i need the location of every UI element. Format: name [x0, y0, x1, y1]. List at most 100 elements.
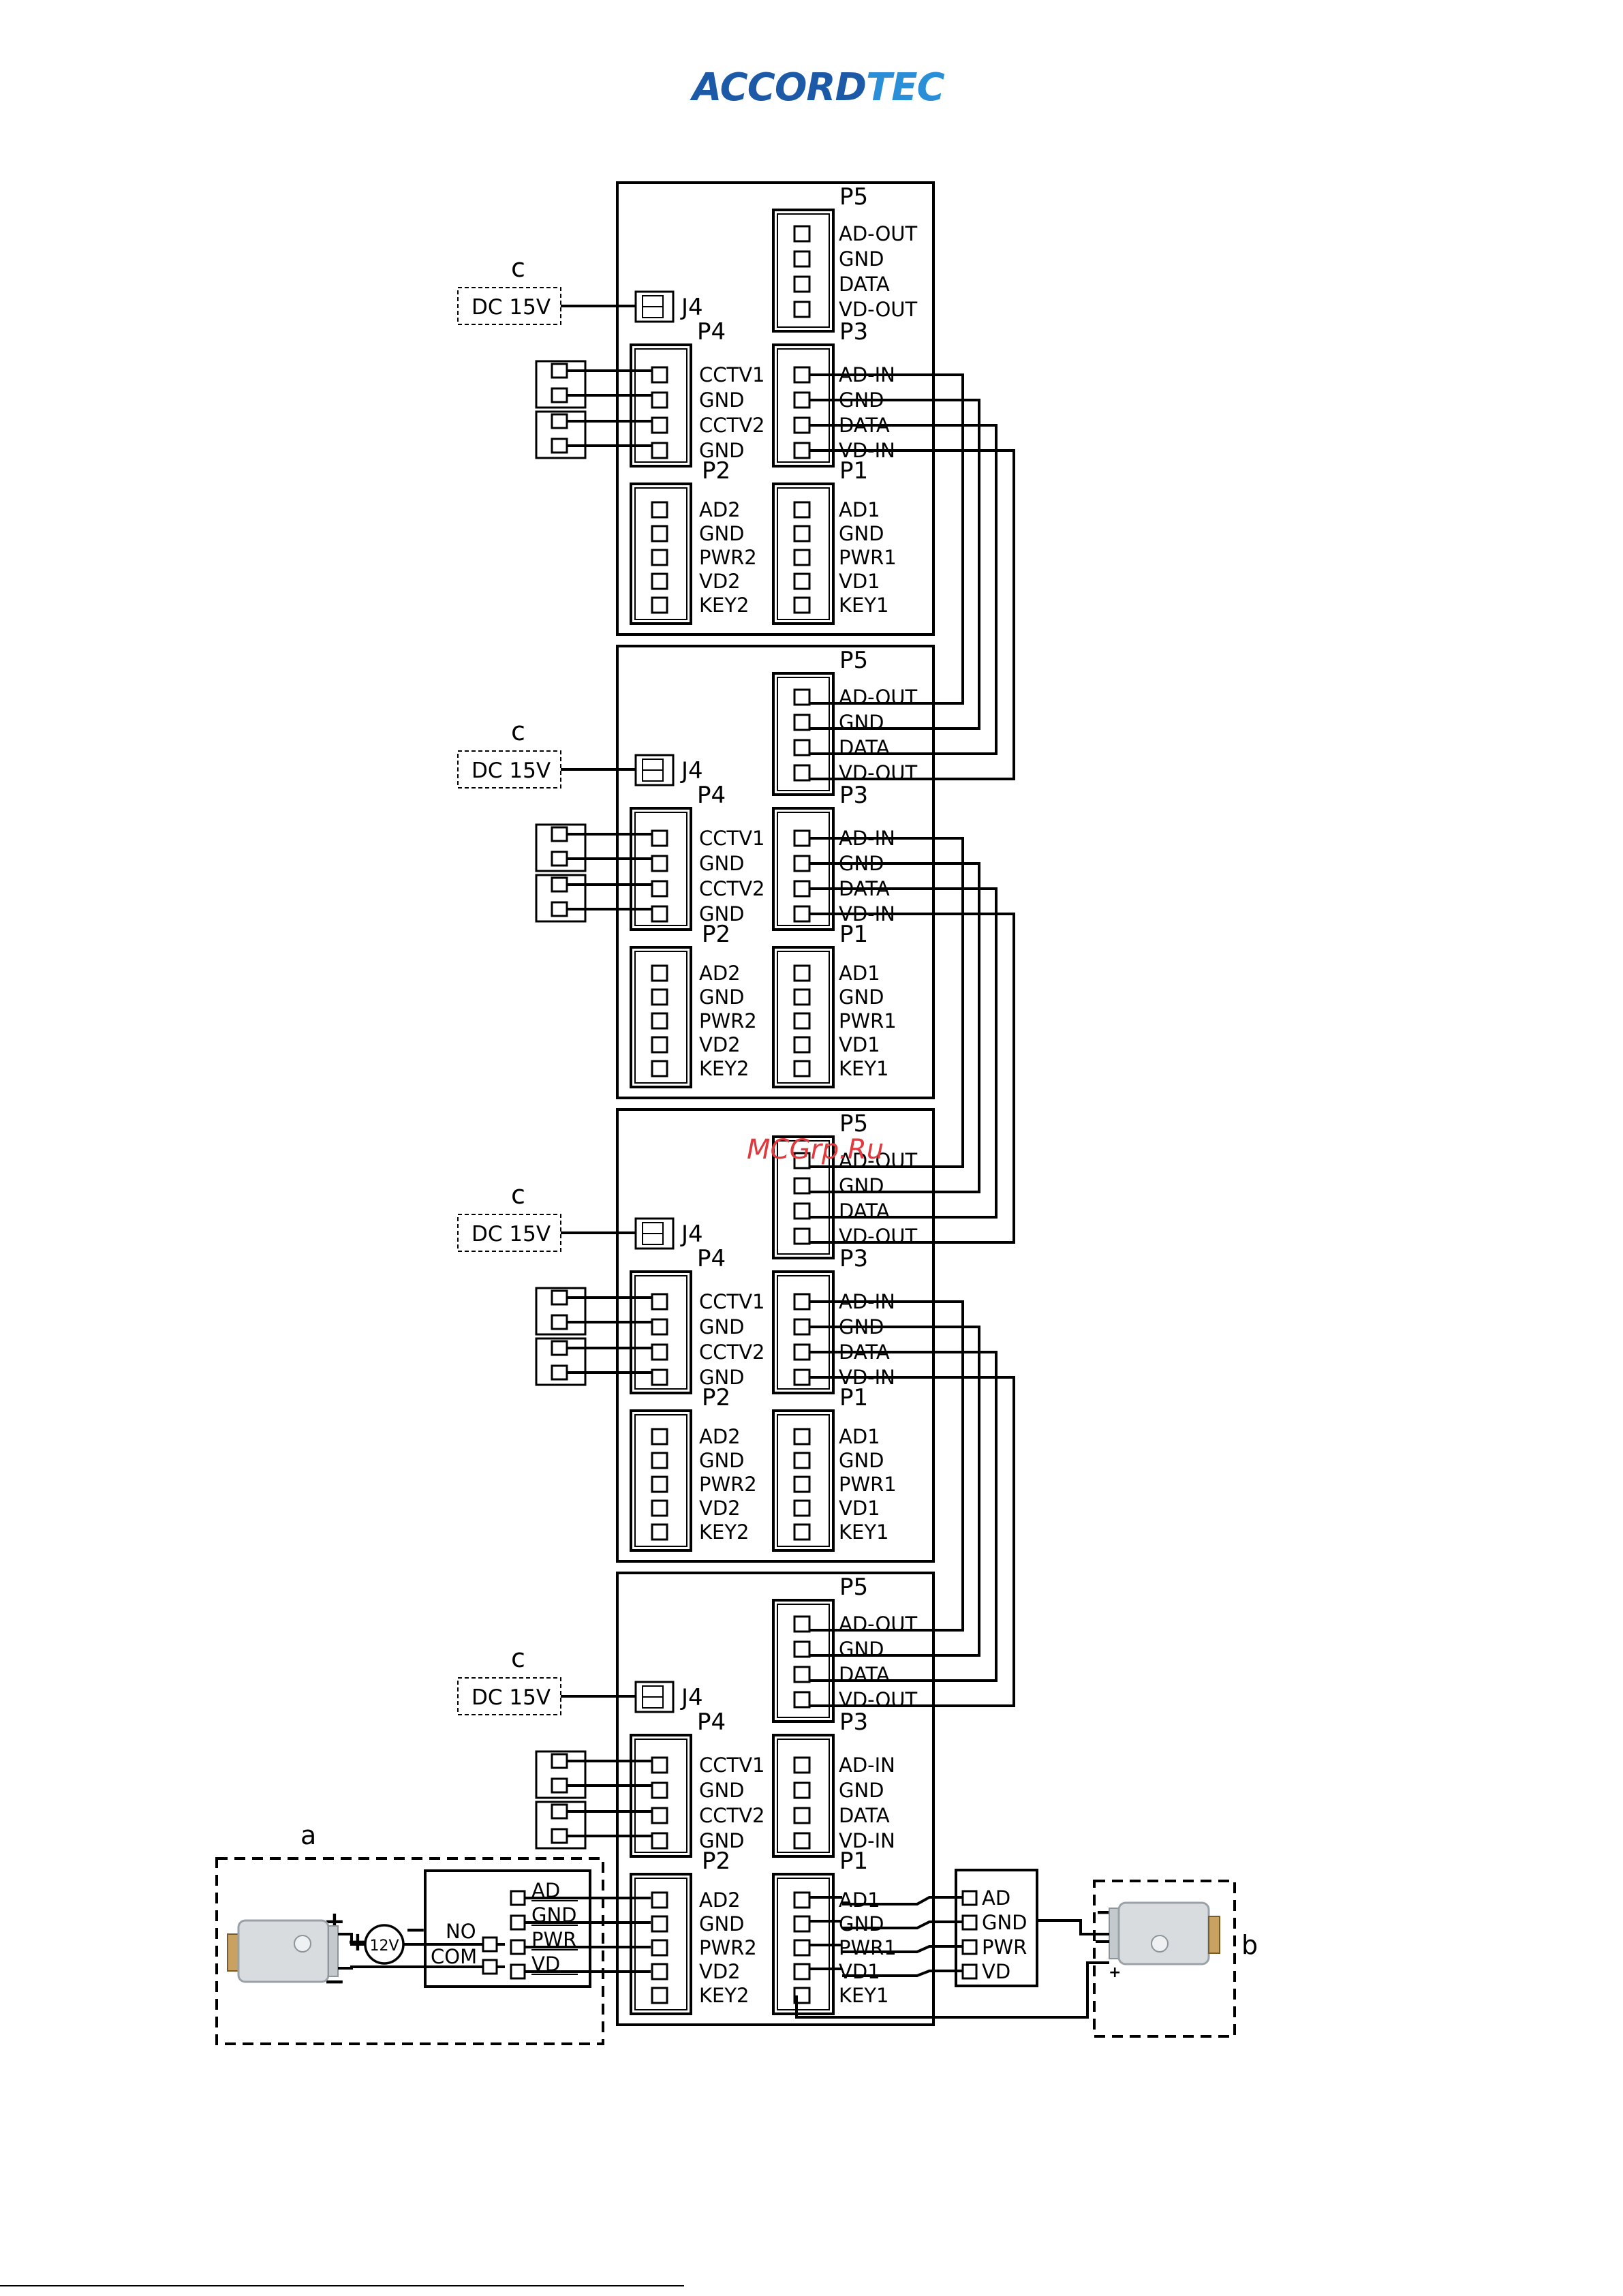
dc-power-label: DC 15V: [472, 1685, 551, 1710]
panel-a-label: a: [300, 1820, 316, 1850]
panel-a-pin-terminal: [510, 1890, 526, 1906]
p4-pin-terminal: [651, 829, 668, 847]
relay-no-terminal: [482, 1936, 498, 1953]
p3-pin-terminal: [793, 1368, 811, 1386]
p1-pin-terminal: [793, 572, 811, 590]
p2-pin-label: KEY2: [699, 594, 749, 617]
p5-pin-terminal: [793, 1177, 811, 1195]
p3-pin-terminal: [793, 1318, 811, 1336]
p1-pin-terminal: [793, 1452, 811, 1469]
logo-o-ring-icon: O: [775, 65, 807, 110]
p4-pin-label: CCTV2: [699, 877, 765, 900]
p1-pin-label: VD1: [839, 1033, 880, 1056]
p1-pin-label: VD1: [839, 570, 880, 593]
p5-pin-terminal: [793, 225, 811, 243]
p2-title: P2: [702, 1848, 730, 1875]
module-frame: [616, 1572, 935, 2026]
p5-pin-label: AD-OUT: [839, 1149, 917, 1172]
panel-b-pin-label: GND: [982, 1911, 1027, 1934]
logo-part1: ACC: [690, 65, 775, 110]
p5-pin-label: GND: [839, 247, 884, 271]
p4-pin-terminal: [651, 1807, 668, 1824]
p4-pin-terminal: [651, 1368, 668, 1386]
p1-pin-terminal: [793, 1523, 811, 1541]
p2-pin-terminal: [651, 1891, 668, 1909]
p4-pin-label: GND: [699, 1366, 745, 1389]
p5-pin-label: AD-OUT: [839, 1612, 917, 1636]
p4-pin-label: GND: [699, 1829, 745, 1852]
p4-pin-label: GND: [699, 388, 745, 412]
p2-pin-terminal: [651, 964, 668, 982]
p2-pin-label: VD2: [699, 1497, 741, 1520]
p1-pin-terminal: [793, 1499, 811, 1517]
p4-title: P4: [697, 782, 726, 809]
panel-b-frame: [1093, 1880, 1236, 2038]
p4-pin-terminal: [651, 1293, 668, 1311]
p5-pin-terminal: [793, 1691, 811, 1709]
dc-label: c: [511, 253, 525, 283]
p5-pin-terminal: [793, 739, 811, 756]
p5-pin-label: GND: [839, 711, 884, 734]
p1-title: P1: [839, 457, 868, 485]
dc-power-label: DC 15V: [472, 759, 551, 783]
p4-pin-label: CCTV1: [699, 1290, 765, 1313]
p1-pin-terminal: [793, 1036, 811, 1054]
p2-pin-label: GND: [699, 985, 745, 1009]
p1-pin-terminal: [793, 988, 811, 1006]
p3-pin-terminal: [793, 829, 811, 847]
p4-title: P4: [697, 318, 726, 346]
p1-pin-label: AD1: [839, 1888, 880, 1912]
p1-pin-terminal: [793, 1428, 811, 1445]
p2-pin-terminal: [651, 501, 668, 519]
bus-wire: [809, 424, 998, 755]
p2-pin-terminal: [651, 988, 668, 1006]
p2-pin-terminal: [651, 1499, 668, 1517]
panel-b-pin-label: AD: [982, 1886, 1010, 1910]
p3-pin-terminal: [793, 366, 811, 384]
p1-pin-label: VD1: [839, 1497, 880, 1520]
panel-b-pin-terminal: [961, 1914, 978, 1931]
p3-pin-label: GND: [839, 1779, 884, 1802]
dc-power-box: [457, 287, 561, 325]
p4-pin-terminal: [651, 855, 668, 872]
bus-wire: [809, 837, 964, 1168]
p4-pin-label: GND: [699, 1779, 745, 1802]
p4-pin-label: CCTV2: [699, 414, 765, 437]
p4-pin-label: CCTV1: [699, 827, 765, 850]
bus-wire: [809, 1376, 1015, 1707]
j4-label: J4: [680, 294, 703, 321]
p1-pin-label: KEY1: [839, 1984, 889, 2007]
relay-com-terminal: [482, 1959, 498, 1975]
p5-pin-label: GND: [839, 1174, 884, 1197]
panel-a-pin-terminal: [510, 1914, 526, 1931]
p2-title: P2: [702, 1384, 730, 1411]
p1-title: P1: [839, 1848, 868, 1875]
p2-pin-terminal: [651, 572, 668, 590]
p3-pin-terminal: [793, 1832, 811, 1850]
p2-pin-label: AD2: [699, 1888, 741, 1912]
panel-b-pin-terminal: [961, 1939, 978, 1955]
p1-pin-label: GND: [839, 522, 884, 545]
p2-pin-terminal: [651, 525, 668, 542]
p1-pin-label: GND: [839, 985, 884, 1009]
p1-pin-label: PWR1: [839, 546, 897, 569]
p5-pin-terminal: [793, 301, 811, 318]
logo-part2: RD: [806, 65, 866, 110]
p1-pin-label: PWR1: [839, 1936, 897, 1959]
p2-pin-terminal: [651, 1523, 668, 1541]
bus-wire: [809, 449, 1015, 780]
p2-pin-label: PWR2: [699, 1936, 757, 1959]
